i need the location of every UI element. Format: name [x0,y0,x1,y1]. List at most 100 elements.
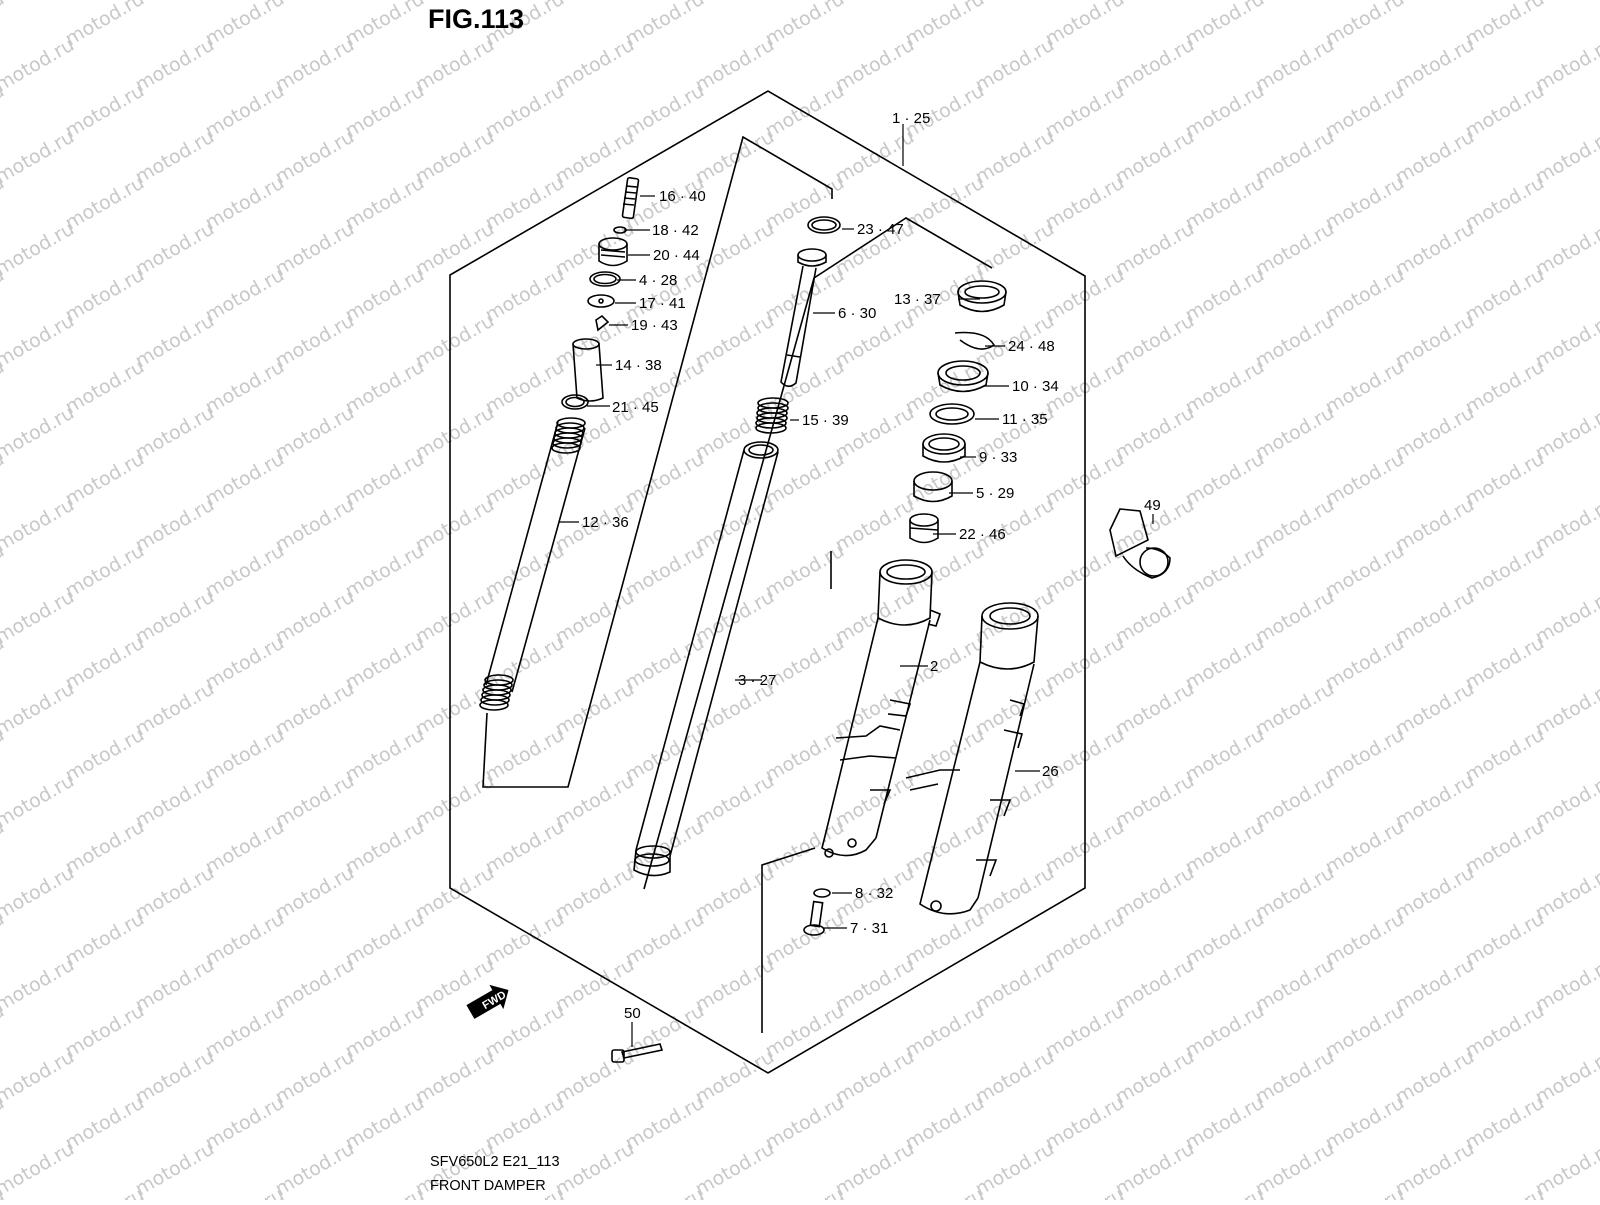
watermark-text: motod.ru [1112,954,1198,1017]
part-11-washer [930,404,974,424]
watermark-text: motod.ru [1322,908,1408,971]
watermark-text: motod.ru [1112,678,1198,741]
watermark-text: motod.ru [342,264,428,327]
watermark-text: motod.ru [482,80,568,143]
watermark-text: motod.ru [622,632,708,695]
callout-6-30: 6 · 30 [838,305,876,322]
watermark-text: motod.ru [552,218,638,281]
callout-50: 50 [624,1005,641,1022]
watermark-text: motod.ru [342,0,428,50]
watermark-text: motod.ru [0,126,78,189]
watermark-text: motod.ru [1322,0,1408,50]
watermark-text: motod.ru [762,80,848,143]
watermark-text: motod.ru [692,1138,778,1200]
watermark-text: motod.ru [0,34,78,97]
watermark-text: motod.ru [1182,80,1268,143]
callout-22-46: 22 · 46 [959,526,1006,543]
watermark-text: motod.ru [1532,954,1600,1017]
watermark-text: motod.ru [1322,816,1408,879]
watermark-text: motod.ru [62,540,148,603]
watermark-text: motod.ru [762,540,848,603]
watermark-text: motod.ru [132,678,218,741]
watermark-text: motod.ru [552,586,638,649]
watermark-text: motod.ru [412,770,498,833]
watermark-text: motod.ru [1532,218,1600,281]
watermark-text: motod.ru [1462,0,1548,50]
watermark-text: motod.ru [832,954,918,1017]
watermark-text: motod.ru [272,1046,358,1109]
watermark-text: motod.ru [762,1092,848,1155]
watermark-text: motod.ru [1252,310,1338,373]
watermark-text: motod.ru [132,310,218,373]
watermark-text: motod.ru [1252,402,1338,465]
watermark-text: motod.ru [482,1092,568,1155]
watermark-text: motod.ru [0,586,78,649]
watermark-text: motod.ru [1322,724,1408,787]
watermark-text: motod.ru [342,172,428,235]
watermark-text: motod.ru [1322,1184,1408,1200]
watermark-text: motod.ru [692,34,778,97]
watermark-text: motod.ru [62,448,148,511]
watermark-text: motod.ru [1462,80,1548,143]
watermark-text: motod.ru [1252,34,1338,97]
figure-title: FIG.113 [428,4,524,35]
watermark-text: motod.ru [762,816,848,879]
watermark-text: motod.ru [0,0,8,50]
watermark-text: motod.ru [552,126,638,189]
watermark-text: motod.ru [202,172,288,235]
watermark-text: motod.ru [132,218,218,281]
watermark-text: motod.ru [1392,218,1478,281]
callout-17-41: 17 · 41 [639,295,686,312]
watermark-text: motod.ru [762,1000,848,1063]
watermark-text: motod.ru [1322,1000,1408,1063]
watermark-text: motod.ru [1392,678,1478,741]
watermark-text: motod.ru [1182,264,1268,327]
watermark-text: motod.ru [482,172,568,235]
watermark-text: motod.ru [482,540,568,603]
watermark-text: motod.ru [1252,586,1338,649]
watermark-text: motod.ru [1042,80,1128,143]
watermark-text: motod.ru [1112,1046,1198,1109]
watermark-text: motod.ru [412,126,498,189]
watermark-text: motod.ru [272,218,358,281]
watermark-text: motod.ru [1252,126,1338,189]
watermark-text: motod.ru [832,586,918,649]
watermark-text: motod.ru [0,1138,78,1200]
watermark-text: motod.ru [342,80,428,143]
watermark-text: motod.ru [132,494,218,557]
watermark-text: motod.ru [1042,172,1128,235]
callout-2: 2 [930,658,938,675]
watermark-text: motod.ru [342,1092,428,1155]
watermark-text: motod.ru [1182,1092,1268,1155]
watermark-text: motod.ru [202,80,288,143]
callout-14-38: 14 · 38 [615,357,662,374]
watermark-text: motod.ru [762,0,848,50]
watermark-text: motod.ru [1252,218,1338,281]
watermark-text: motod.ru [692,310,778,373]
watermark-text: motod.ru [1392,862,1478,925]
watermark-text: motod.ru [762,356,848,419]
watermark-text: motod.ru [1042,1000,1128,1063]
watermark-text: motod.ru [202,816,288,879]
watermark-text: motod.ru [1392,1046,1478,1109]
watermark-text: motod.ru [832,494,918,557]
watermark-text: motod.ru [412,494,498,557]
watermark-text: motod.ru [1042,1184,1128,1200]
watermark-text: motod.ru [692,862,778,925]
watermark-text: motod.ru [272,1138,358,1200]
watermark-text: motod.ru [622,1184,708,1200]
watermark-text: motod.ru [1322,80,1408,143]
watermark-text: motod.ru [1042,1092,1128,1155]
watermark-text: motod.ru [692,954,778,1017]
watermark-text: motod.ru [62,816,148,879]
watermark-text: motod.ru [482,1000,568,1063]
model-code: SFV650L2 E21_113 [430,1154,560,1170]
callout-15-39: 15 · 39 [802,412,849,429]
figure-caption: FRONT DAMPER [430,1178,546,1194]
callout-18-42: 18 · 42 [652,222,699,239]
watermark-text: motod.ru [902,1092,988,1155]
watermark-text: motod.ru [482,448,568,511]
watermark-text: motod.ru [1532,770,1600,833]
callout-4-28: 4 · 28 [639,272,677,289]
